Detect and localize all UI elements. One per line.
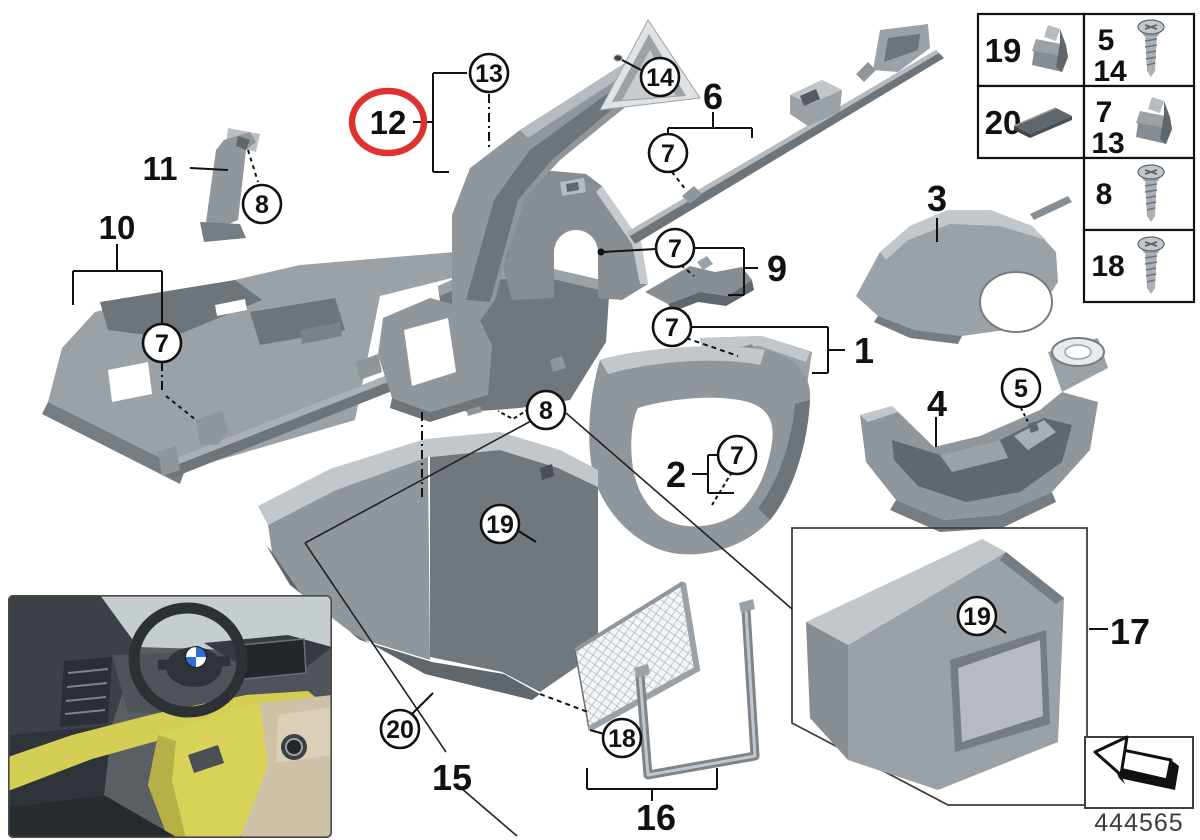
callout-12-highlighted[interactable]: 12 xyxy=(348,87,428,157)
callout-circle-8-bracket[interactable]: 8 xyxy=(241,183,283,225)
svg-text:7: 7 xyxy=(730,442,744,470)
part-15-glovebox-shape xyxy=(258,432,598,700)
callout-6[interactable]: 6 xyxy=(703,76,723,117)
callout-circle-7-sill[interactable]: 7 xyxy=(647,132,689,174)
callout-circle-18[interactable]: 18 xyxy=(601,717,643,759)
callout-circle-7-lower[interactable]: 7 xyxy=(651,306,693,348)
svg-text:7: 7 xyxy=(155,330,169,358)
svg-text:14: 14 xyxy=(646,64,674,92)
svg-text:8: 8 xyxy=(1096,178,1113,211)
svg-text:7: 7 xyxy=(661,140,675,168)
callout-circle-20[interactable]: 20 xyxy=(379,708,421,750)
part-16-net-shape xyxy=(573,581,701,732)
part-16-frame-shape xyxy=(634,599,760,780)
callout-11[interactable]: 11 xyxy=(143,150,178,187)
legend-cell-19[interactable]: 19 xyxy=(976,12,1086,88)
svg-text:4: 4 xyxy=(927,383,947,424)
svg-text:8: 8 xyxy=(255,191,269,219)
callout-17[interactable]: 17 xyxy=(1110,611,1150,652)
bmw-roundel-icon xyxy=(185,646,207,668)
display-screen xyxy=(239,638,307,680)
svg-text:2: 2 xyxy=(666,454,686,495)
part-11-bracket-shape xyxy=(200,128,260,242)
svg-text:14: 14 xyxy=(1093,55,1127,88)
part-2-console-trim-shape xyxy=(589,346,811,555)
svg-text:8: 8 xyxy=(539,397,553,425)
part-4-column-cover-shape xyxy=(860,337,1108,532)
svg-text:19: 19 xyxy=(963,603,991,631)
callout-circle-7-console[interactable]: 7 xyxy=(716,434,758,476)
steering-wheel xyxy=(128,602,248,718)
part-3-column-cover-shape xyxy=(856,196,1072,344)
svg-text:7: 7 xyxy=(668,235,682,263)
svg-text:10: 10 xyxy=(99,209,136,246)
svg-text:18: 18 xyxy=(608,725,636,753)
svg-text:12: 12 xyxy=(370,104,407,141)
svg-text:13: 13 xyxy=(475,60,503,88)
photo-border xyxy=(8,595,332,838)
svg-text:9: 9 xyxy=(767,248,787,289)
svg-text:20: 20 xyxy=(386,716,414,744)
callout-circle-19-glovebox[interactable]: 19 xyxy=(479,503,521,545)
parts-illustration xyxy=(42,19,1108,806)
svg-text:15: 15 xyxy=(432,757,472,798)
part-9-bracket-shape xyxy=(645,256,754,312)
callouts: 11 10 12 6 9 1 2 3 4 15 16 17 13 14 7 8 … xyxy=(99,52,1150,838)
legend-table: 19 5 14 20 7 13 8 18 xyxy=(976,12,1196,304)
legend-cell-18[interactable]: 18 xyxy=(1082,228,1196,304)
svg-text:3: 3 xyxy=(927,178,947,219)
svg-text:5: 5 xyxy=(1098,24,1115,57)
callout-circle-19-cover[interactable]: 19 xyxy=(956,595,998,637)
svg-text:17: 17 xyxy=(1110,611,1150,652)
callout-circle-7-carrier[interactable]: 7 xyxy=(654,227,696,269)
callout-circle-8-center[interactable]: 8 xyxy=(525,389,567,431)
interior-photo xyxy=(8,595,332,838)
svg-text:7: 7 xyxy=(1096,96,1113,129)
callout-4[interactable]: 4 xyxy=(927,383,947,424)
callout-10[interactable]: 10 xyxy=(99,209,136,246)
legend-cell-8[interactable]: 8 xyxy=(1082,156,1196,232)
legend-cell-5-14[interactable]: 5 14 xyxy=(1082,12,1196,88)
svg-text:11: 11 xyxy=(143,150,178,187)
svg-text:19: 19 xyxy=(985,32,1022,69)
callout-circle-13[interactable]: 13 xyxy=(468,52,510,94)
callout-15[interactable]: 15 xyxy=(432,757,472,798)
svg-text:16: 16 xyxy=(636,797,676,838)
callout-3[interactable]: 3 xyxy=(927,178,947,219)
legend-cell-7-13[interactable]: 7 13 xyxy=(1082,84,1196,160)
callout-16[interactable]: 16 xyxy=(636,797,676,838)
svg-text:13: 13 xyxy=(1091,127,1124,160)
part-17-frame-box xyxy=(791,527,1088,806)
callout-1[interactable]: 1 xyxy=(854,330,874,371)
diagram-number: 444565 xyxy=(1094,809,1183,837)
callout-circle-5[interactable]: 5 xyxy=(1000,367,1042,409)
part-17-cover-shape xyxy=(791,527,1088,806)
callout-circle-14[interactable]: 14 xyxy=(639,56,681,98)
svg-text:1: 1 xyxy=(854,330,874,371)
svg-text:19: 19 xyxy=(486,511,514,539)
callout-2[interactable]: 2 xyxy=(666,454,686,495)
svg-text:6: 6 xyxy=(703,76,723,117)
floor xyxy=(8,795,178,838)
legend-cell-20[interactable]: 20 xyxy=(976,84,1086,160)
callout-circle-7-panel[interactable]: 7 xyxy=(141,322,183,364)
svg-text:18: 18 xyxy=(1091,250,1124,283)
highlight-ring xyxy=(348,87,428,157)
part-10-panel-shape xyxy=(42,252,468,484)
bent-arrow-icon xyxy=(1093,735,1179,790)
footer-plate: 444565 xyxy=(1084,735,1194,837)
callout-9[interactable]: 9 xyxy=(767,248,787,289)
svg-text:7: 7 xyxy=(665,314,679,342)
side-vent xyxy=(60,657,112,727)
svg-text:20: 20 xyxy=(985,104,1022,141)
svg-text:5: 5 xyxy=(1014,375,1028,403)
leader-lines xyxy=(72,59,1108,837)
part-6-strip-shape xyxy=(627,24,944,244)
